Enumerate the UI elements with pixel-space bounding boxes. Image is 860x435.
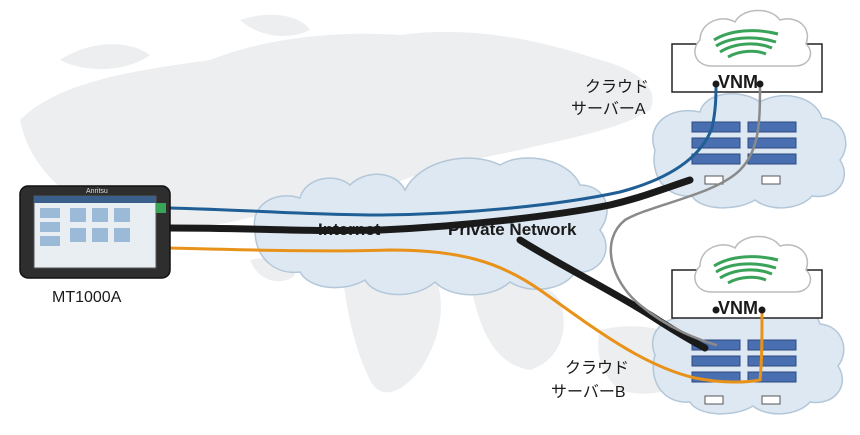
port-dot-a-right [756,80,764,88]
cloud-logo-b [713,255,779,285]
server-b-label-line1: クラウド [565,359,629,377]
cloud-logo-a [713,29,779,59]
vnm-logo-b: VNM [718,298,758,318]
server-a-label-line2: サーバーA [571,101,646,118]
link-orange [168,246,764,384]
server-b-label-line2: サーバーB [551,384,626,401]
server-a-label-line1: クラウド [585,78,649,96]
link-black-to-server-a [166,176,694,235]
port-dot-a-left [712,80,720,88]
device-brand-logo: Anritsu [86,188,108,195]
port-dot-b-left [712,306,720,314]
internet-label: Internet [318,220,381,239]
link-blue [168,82,718,217]
device-label: MT1000A [52,289,122,306]
port-dot-b-right [758,306,766,314]
server-a-cloud [652,93,847,209]
mt1000a-device: Anritsu [19,185,171,279]
server-rack-a [691,121,797,185]
link-gray [609,82,762,347]
private-network-label: Private Network [448,220,577,239]
link-black-to-server-b [516,236,709,352]
vnm-logo-a: VNM [718,72,758,92]
